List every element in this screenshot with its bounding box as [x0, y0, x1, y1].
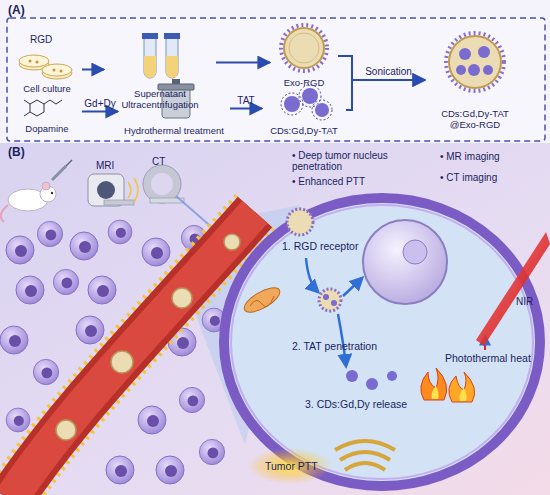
blood-vessel [10, 212, 255, 495]
mouse-icon [1, 160, 72, 222]
annotation-label: • MR imaging [440, 151, 500, 162]
annotation-label: RGD [30, 34, 52, 45]
panel-frame: (B) 1. RGD receptor 2. TAT penetration 3. C… [6, 146, 546, 492]
annotation-label: CT [152, 156, 165, 167]
node-label: Exo-RGD [270, 77, 338, 88]
node-label: 1. RGD receptor [282, 240, 358, 252]
edge-label: Gd+Dy [84, 98, 115, 109]
dashed-panel-border [7, 18, 545, 141]
node-label: CDs:Gd,Dy-TAT @Exo-RGD [430, 108, 520, 130]
annotation-label: • Deep tumor nucleus penetration [292, 150, 424, 172]
panel-heading: (A) [8, 4, 25, 17]
edge-label: Sonication [365, 66, 412, 77]
node-label: CDs:Gd,Dy-TAT [262, 125, 346, 136]
node-label: Tumor PTT [265, 460, 318, 472]
node-label: Cell culture [12, 83, 82, 94]
panel-frame: (A) Cell culture Supernatant Ultracentrifu… [6, 4, 546, 142]
edge-label: TAT [237, 95, 254, 106]
node-label: 3. CDs:Gd,Dy release [305, 398, 407, 410]
mri-scanner-icon [88, 174, 138, 206]
cell-membrane [218, 192, 548, 494]
annotation-label: MRI [96, 160, 114, 171]
tumor-cell: 1. RGD receptor 2. TAT penetration 3. CDs:… [218, 192, 548, 494]
annotation-label: • CT imaging [440, 172, 497, 183]
panel-heading: (B) [8, 146, 25, 159]
annotation-label: • Enhanced PTT [292, 176, 365, 187]
node-label: Supernatant Ultracentrifugation [104, 88, 216, 110]
annotation-label: NIR [516, 296, 533, 307]
ct-scanner-icon [143, 165, 215, 230]
node-label: 2. TAT penetration [292, 340, 377, 352]
cell-membrane [224, 198, 540, 486]
node-label: Dopamine [12, 123, 82, 134]
node-label: Photothermal heat [445, 352, 531, 364]
node-label: Hydrothermal treatment [118, 125, 230, 136]
cell-membrane-inner [231, 205, 533, 479]
